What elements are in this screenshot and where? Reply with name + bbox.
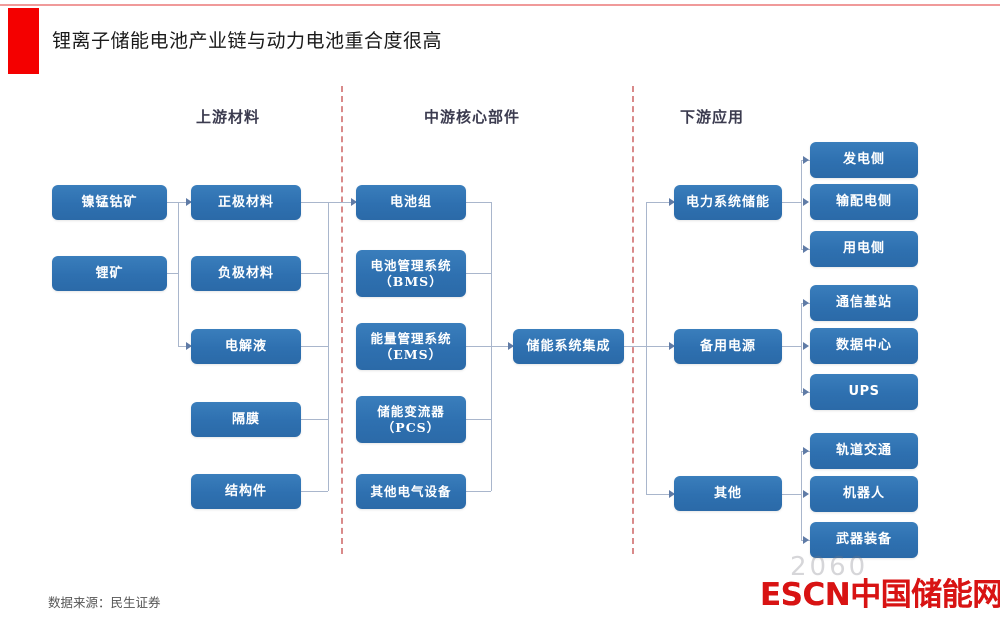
connector-apps-to-other [646, 494, 674, 495]
arrow-to-consumption-side [803, 245, 809, 253]
connector-materials-bus [328, 202, 329, 491]
divider-upstream-midstream [341, 86, 343, 554]
node-data-center[interactable]: 数据中心 [810, 328, 918, 364]
connector-backup-power-out [782, 346, 802, 347]
connector-other-bus [801, 451, 802, 540]
connector-other-equipment-out [466, 491, 491, 492]
escn-logo-cn: 中国储能网 [850, 577, 1000, 613]
arrow-components-to-integration [508, 342, 514, 350]
node-nickel-manganese-cobalt-ore[interactable]: 镍锰钴矿 [52, 185, 167, 220]
connector-integration-out [624, 346, 684, 347]
connector-separator-out [301, 419, 328, 420]
connector-other-out [782, 494, 802, 495]
node-rail-transit[interactable]: 轨道交通 [810, 433, 918, 469]
node-ems-line1: 能量管理系统 [370, 331, 452, 347]
arrow-to-data-center [803, 342, 809, 350]
connector-power-system-out [782, 202, 802, 203]
connector-ems-out [466, 346, 491, 347]
arrow-materials-to-battery-pack [351, 198, 357, 206]
connector-cathode-out [301, 202, 328, 203]
connector-components-to-integration [491, 346, 513, 347]
connector-raw-nickel-out [167, 202, 178, 203]
connector-raw-to-electrolyte [178, 346, 191, 347]
node-power-system-storage[interactable]: 电力系统储能 [674, 185, 782, 220]
node-pcs-line1: 储能变流器 [377, 404, 445, 420]
node-transmission-side[interactable]: 输配电侧 [810, 184, 918, 220]
connector-anode-out [301, 273, 328, 274]
arrow-to-communication-base-station [803, 299, 809, 307]
node-separator[interactable]: 隔膜 [191, 402, 301, 437]
node-bms-line1: 电池管理系统 [370, 258, 452, 274]
arrow-apps-to-other [669, 490, 675, 498]
connector-backup-power-bus [801, 303, 802, 392]
node-other[interactable]: 其他 [674, 476, 782, 511]
column-header-downstream: 下游应用 [680, 108, 745, 126]
arrow-to-ups [803, 388, 809, 396]
node-ups-label: UPS [848, 384, 880, 400]
connector-pcs-out [466, 419, 491, 420]
column-header-upstream: 上游材料 [196, 108, 261, 126]
connector-battery-pack-out [466, 202, 491, 203]
connector-structural-out [301, 491, 328, 492]
node-pcs[interactable]: 储能变流器 （PCS） [356, 396, 466, 443]
connector-materials-to-battery-pack [328, 202, 356, 203]
column-header-midstream: 中游核心部件 [424, 108, 521, 126]
node-weapon-equipment[interactable]: 武器装备 [810, 522, 918, 558]
node-bms-line2: （BMS） [379, 273, 443, 289]
title-accent-bar [8, 8, 39, 74]
arrow-apps-to-backup-power [669, 342, 675, 350]
connector-bms-out [466, 273, 491, 274]
arrow-raw-to-cathode [186, 198, 192, 206]
node-communication-base-station[interactable]: 通信基站 [810, 285, 918, 321]
top-rule [0, 4, 1000, 6]
node-backup-power[interactable]: 备用电源 [674, 329, 782, 364]
node-bms[interactable]: 电池管理系统 （BMS） [356, 250, 466, 297]
divider-midstream-downstream [632, 86, 634, 554]
node-anode-material[interactable]: 负极材料 [191, 256, 301, 291]
arrow-to-generation-side [803, 156, 809, 164]
arrow-to-weapon-equipment [803, 536, 809, 544]
node-lithium-ore[interactable]: 锂矿 [52, 256, 167, 291]
escn-logo: ESCN中国储能网 [760, 569, 1000, 614]
page-title: 锂离子储能电池产业链与动力电池重合度很高 [52, 30, 443, 52]
node-structural-parts[interactable]: 结构件 [191, 474, 301, 509]
node-ems[interactable]: 能量管理系统 （EMS） [356, 323, 466, 370]
arrow-to-transmission-side [803, 198, 809, 206]
node-ems-line2: （EMS） [379, 346, 443, 362]
arrow-apps-to-power-system [669, 198, 675, 206]
connector-electrolyte-out [301, 346, 328, 347]
connector-raw-lithium-out [167, 273, 178, 274]
node-ups[interactable]: UPS [810, 374, 918, 410]
arrow-to-rail-transit [803, 447, 809, 455]
source-note: 数据来源：民生证券 [48, 595, 161, 610]
escn-logo-latin: ESCN [760, 577, 851, 613]
arrow-to-robotics [803, 490, 809, 498]
node-other-electrical-equipment[interactable]: 其他电气设备 [356, 474, 466, 509]
node-battery-pack[interactable]: 电池组 [356, 185, 466, 220]
node-electrolyte[interactable]: 电解液 [191, 329, 301, 364]
node-pcs-line2: （PCS） [381, 419, 441, 435]
arrow-raw-to-electrolyte [186, 342, 192, 350]
node-cathode-material[interactable]: 正极材料 [191, 185, 301, 220]
watermark-faint-text: 2060 [790, 552, 869, 582]
node-energy-storage-system-integration[interactable]: 储能系统集成 [513, 329, 624, 364]
node-generation-side[interactable]: 发电侧 [810, 142, 918, 178]
node-consumption-side[interactable]: 用电侧 [810, 231, 918, 267]
connector-power-system-bus [801, 160, 802, 249]
connector-raw-bus [178, 202, 179, 346]
connector-apps-to-power-system [646, 202, 674, 203]
connector-apps-bus [646, 202, 647, 494]
connector-raw-to-cathode [178, 202, 191, 203]
node-robotics[interactable]: 机器人 [810, 476, 918, 512]
